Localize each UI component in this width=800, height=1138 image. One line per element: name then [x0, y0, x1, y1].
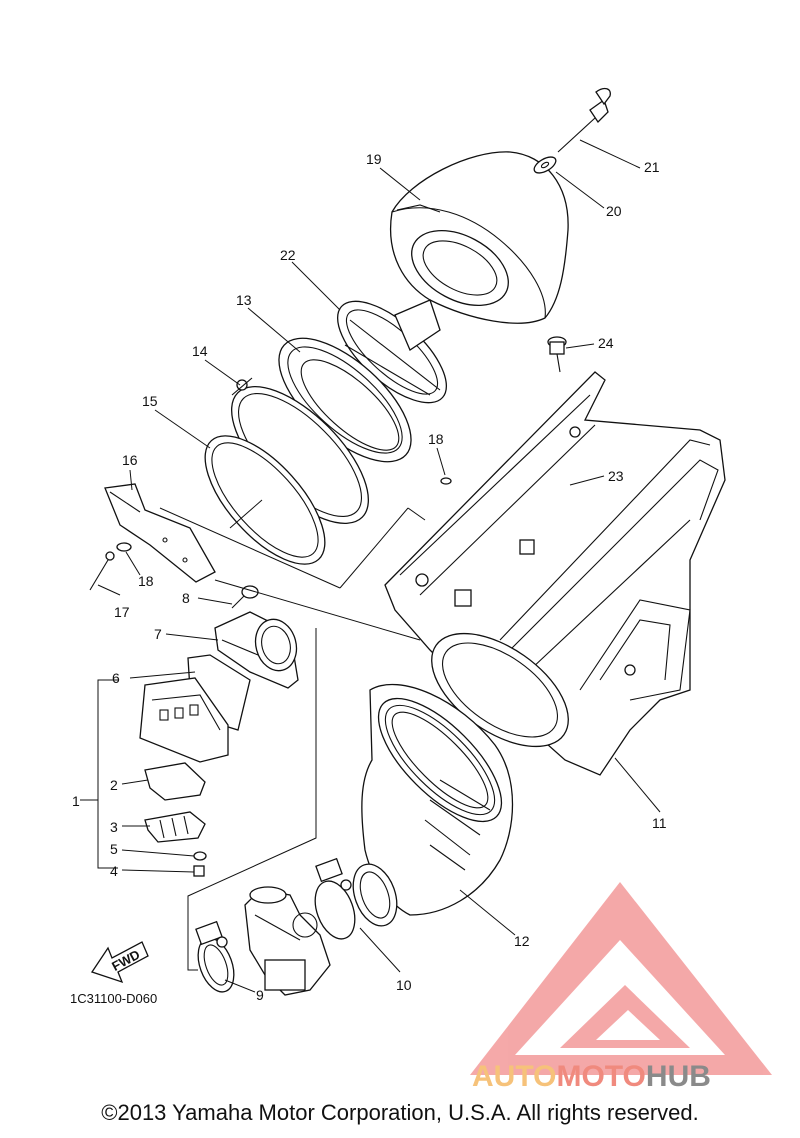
- callout-6: 6: [112, 670, 120, 686]
- watermark-brand-hub: HUB: [646, 1060, 711, 1093]
- watermark-brand-moto: MOTO: [556, 1060, 645, 1093]
- callout-7: 7: [154, 626, 162, 642]
- leader-lines: [97, 139, 661, 993]
- fwd-label: FWD: [109, 947, 142, 974]
- callout-8: 8: [182, 590, 190, 606]
- callout-14: 14: [192, 343, 208, 359]
- callout-3: 3: [110, 819, 118, 835]
- callout-21: 21: [644, 159, 660, 175]
- clamp-9: [195, 920, 235, 993]
- callout-15: 15: [142, 393, 158, 409]
- reed-stopper-3: [144, 811, 206, 843]
- filter-guide: [336, 299, 448, 404]
- callout-24: 24: [598, 335, 614, 351]
- callout-18-left: 18: [138, 573, 154, 589]
- callout-4: 4: [110, 863, 118, 879]
- callout-23: 23: [608, 468, 624, 484]
- clamp-10: [314, 857, 398, 940]
- watermark-brand: AUTOMOTOHUB: [472, 1060, 711, 1093]
- reed-petal-2: [144, 762, 206, 801]
- callout-10: 10: [396, 977, 412, 993]
- bracket-lines: [80, 499, 426, 971]
- ring-15: [204, 435, 326, 565]
- air-box-case: [384, 371, 726, 776]
- washer-5: [193, 851, 207, 861]
- watermark-brand-auto: AUTO: [472, 1060, 556, 1093]
- plate-16: [104, 483, 216, 583]
- gasket-13: [278, 337, 412, 463]
- fwd-arrow-icon: FWD: [90, 941, 149, 984]
- bolt-8: [231, 585, 259, 609]
- drawing-code: 1C31100-D060: [70, 991, 157, 1006]
- washer-18: [116, 477, 452, 552]
- callout-13: 13: [236, 292, 252, 308]
- callout-18-right: 18: [428, 431, 444, 447]
- air-filter-element: [390, 151, 569, 324]
- washer: [533, 156, 557, 174]
- bolt-24: [547, 336, 567, 373]
- screw-17: [89, 551, 115, 591]
- copyright-footer: ©2013 Yamaha Motor Corporation, U.S.A. A…: [101, 1100, 699, 1125]
- watermark-logo: [470, 882, 772, 1075]
- reed-valve-assembly: [139, 654, 251, 763]
- callout-17: 17: [114, 604, 130, 620]
- callout-1: 1: [72, 793, 80, 809]
- carburetor: [244, 886, 331, 996]
- callout-2: 2: [110, 777, 118, 793]
- callout-20: 20: [606, 203, 622, 219]
- callout-19: 19: [366, 151, 382, 167]
- callout-16: 16: [122, 452, 138, 468]
- callout-11: 11: [652, 815, 667, 831]
- screw-4: [193, 865, 205, 877]
- callout-labels: 1 2 3 4 5 6 7 8 9 10 11 12 13 14 15 16 1…: [72, 151, 667, 1003]
- callout-9: 9: [256, 987, 264, 1003]
- callout-5: 5: [110, 841, 118, 857]
- carb-joint-7: [214, 611, 299, 689]
- callout-12: 12: [514, 933, 530, 949]
- callout-22: 22: [280, 247, 296, 263]
- air-cleaner-joint: [361, 683, 514, 916]
- wing-bolt: [557, 87, 611, 153]
